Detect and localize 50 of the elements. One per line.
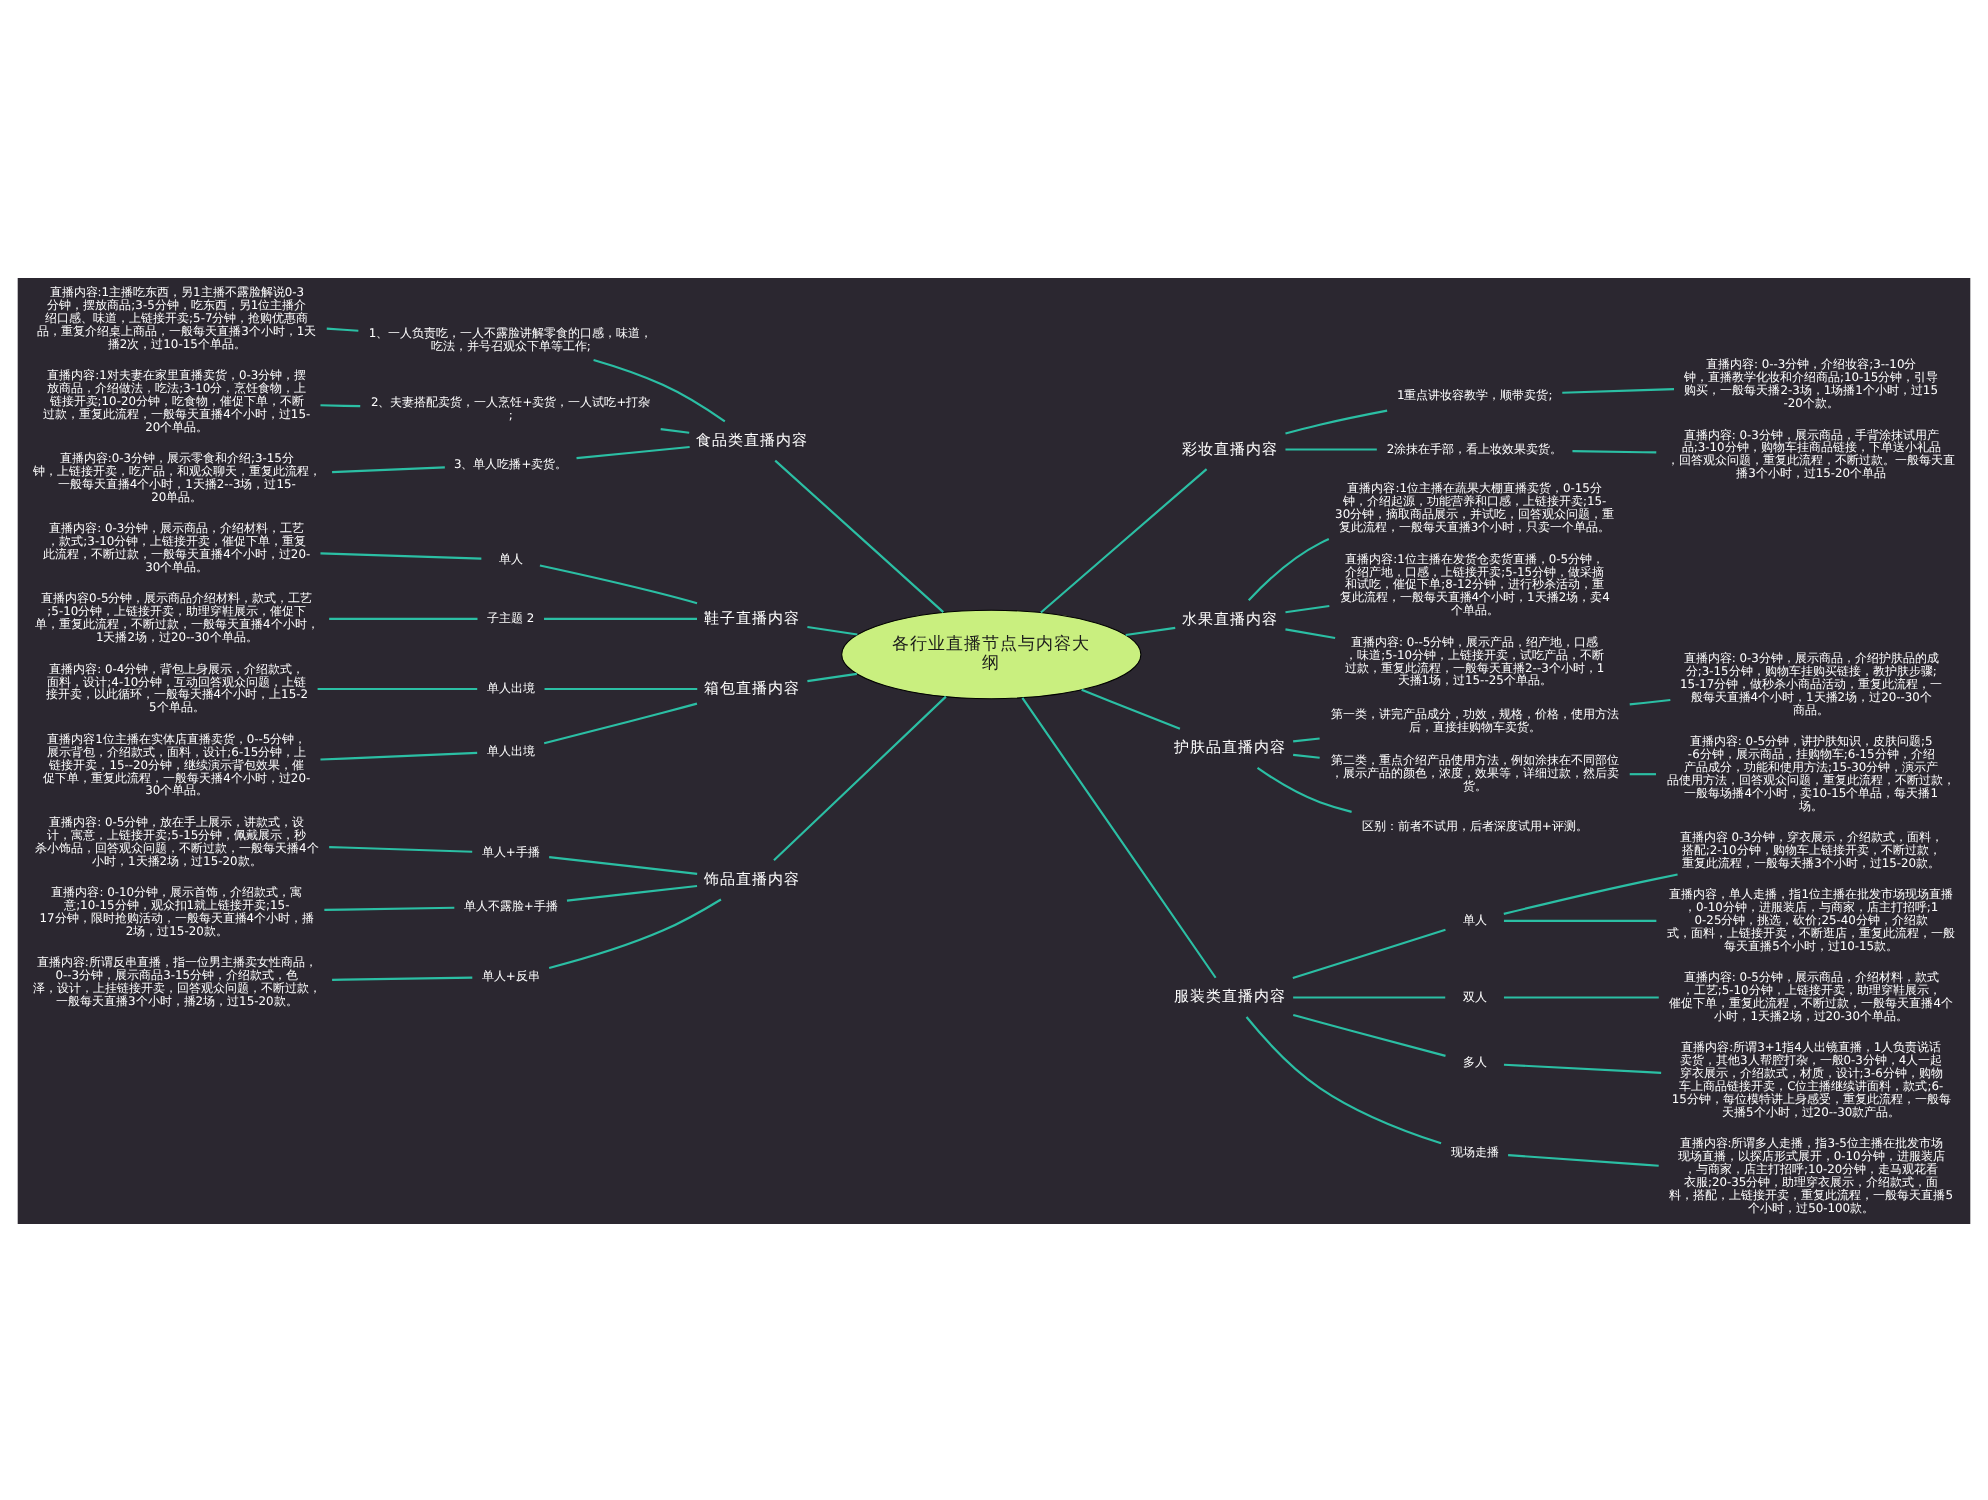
connector bbox=[576, 444, 690, 459]
connector bbox=[1572, 449, 1657, 453]
connector bbox=[807, 671, 857, 682]
connector bbox=[324, 905, 455, 910]
connector bbox=[1245, 1015, 1442, 1144]
connector bbox=[548, 897, 722, 968]
connector bbox=[1125, 625, 1176, 636]
connector bbox=[1293, 995, 1446, 998]
connector bbox=[1292, 1012, 1446, 1056]
connector bbox=[1285, 627, 1336, 639]
connector bbox=[774, 458, 944, 612]
connector bbox=[1292, 927, 1446, 979]
connector bbox=[1040, 467, 1208, 613]
connector bbox=[543, 701, 698, 744]
connector bbox=[326, 326, 359, 331]
connector bbox=[1021, 696, 1217, 978]
connector bbox=[320, 403, 361, 407]
connector bbox=[332, 465, 445, 473]
connector bbox=[317, 686, 478, 690]
connector bbox=[807, 624, 858, 635]
connector bbox=[1508, 1153, 1659, 1166]
connector bbox=[544, 616, 697, 619]
connector bbox=[329, 616, 478, 619]
connector bbox=[1503, 918, 1657, 921]
connector bbox=[544, 686, 698, 690]
connector bbox=[593, 357, 726, 422]
connector bbox=[1503, 1062, 1662, 1073]
connector bbox=[773, 694, 947, 861]
connector bbox=[539, 563, 698, 604]
connector bbox=[320, 750, 478, 760]
connector bbox=[332, 975, 473, 980]
connector bbox=[1629, 697, 1671, 705]
connector bbox=[566, 883, 698, 901]
connector bbox=[1503, 995, 1659, 998]
connector bbox=[1247, 537, 1330, 600]
connector bbox=[1293, 752, 1320, 758]
node-ellipse: 各行业直播节点与内容大纲 bbox=[841, 608, 1142, 699]
connector bbox=[1285, 408, 1388, 434]
connector bbox=[1285, 447, 1377, 450]
connector bbox=[1293, 736, 1320, 742]
connector bbox=[1285, 603, 1330, 613]
connector bbox=[320, 551, 482, 559]
connector bbox=[1503, 872, 1678, 914]
connector bbox=[549, 855, 698, 874]
connector bbox=[1562, 387, 1675, 393]
connector bbox=[1629, 772, 1656, 775]
connector bbox=[1081, 687, 1181, 729]
connector bbox=[1256, 766, 1352, 812]
connector bbox=[329, 845, 473, 852]
connector bbox=[660, 427, 690, 433]
